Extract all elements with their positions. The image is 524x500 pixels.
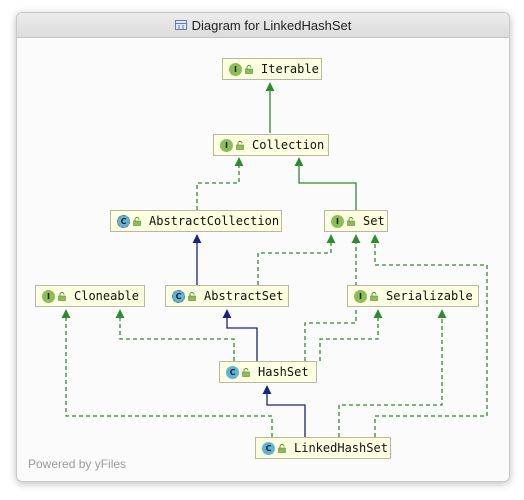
edges-layer (61, 82, 488, 437)
edge-set-collection (294, 157, 357, 210)
lock-icon (245, 64, 253, 74)
edge-hashset-abstractset (222, 309, 258, 361)
node-cloneable[interactable]: I Cloneable (35, 285, 145, 307)
edge-hashset-serializable (319, 309, 383, 361)
node-linked-hash-set[interactable]: C LinkedHashSet (255, 437, 391, 459)
window-title: Diagram for LinkedHashSet (191, 17, 352, 33)
node-collection[interactable]: I Collection (213, 134, 329, 156)
abstract-class-icon: C (117, 214, 130, 228)
lock-icon (242, 367, 250, 377)
node-serializable[interactable]: I Serializable (347, 285, 479, 307)
node-abstract-collection[interactable]: C AbstractCollection (110, 210, 282, 232)
lock-icon (133, 216, 141, 226)
class-icon: C (262, 441, 275, 455)
diagram-icon (174, 20, 187, 30)
diagram-canvas[interactable]: I Iterable I Collection C AbstractCollec… (17, 13, 509, 481)
lock-icon (370, 291, 378, 301)
class-icon: C (226, 365, 239, 379)
interface-icon: I (354, 289, 367, 303)
diagram-window: Diagram for LinkedHashSet (16, 12, 510, 482)
node-label: Iterable (261, 62, 319, 76)
node-label: Set (363, 214, 385, 228)
edge-abstractcollection-collection (196, 157, 244, 210)
node-label: AbstractCollection (149, 214, 280, 228)
powered-by-label: Powered by yFiles (28, 457, 127, 471)
node-label: LinkedHashSet (294, 441, 388, 455)
node-label: Cloneable (74, 289, 140, 303)
node-label: Collection (252, 138, 325, 152)
interface-icon: I (42, 289, 55, 303)
interface-icon: I (229, 62, 242, 76)
edge-linkedhashset-set (370, 234, 488, 437)
abstract-class-icon: C (172, 289, 185, 303)
edge-linkedhashset-hashset (262, 385, 306, 437)
edge-hashset-cloneable (115, 309, 235, 361)
interface-icon: I (220, 138, 233, 152)
node-label: HashSet (258, 365, 309, 379)
node-iterable[interactable]: I Iterable (222, 58, 322, 80)
node-abstract-set[interactable]: C AbstractSet (165, 285, 289, 307)
lock-icon (188, 291, 196, 301)
node-set[interactable]: I Set (324, 210, 388, 232)
node-hash-set[interactable]: C HashSet (219, 361, 317, 383)
lock-icon (278, 443, 286, 453)
node-label: AbstractSet (204, 289, 284, 303)
lock-icon (58, 291, 66, 301)
title-bar: Diagram for LinkedHashSet (17, 13, 509, 38)
lock-icon (236, 140, 244, 150)
interface-icon: I (331, 214, 344, 228)
edge-linkedhashset-serializable (338, 309, 447, 437)
edge-abstractset-set (257, 234, 336, 285)
edge-linkedhashset-cloneable (61, 309, 273, 437)
edge-hashset-set (304, 234, 361, 361)
node-label: Serializable (386, 289, 473, 303)
lock-icon (347, 216, 355, 226)
